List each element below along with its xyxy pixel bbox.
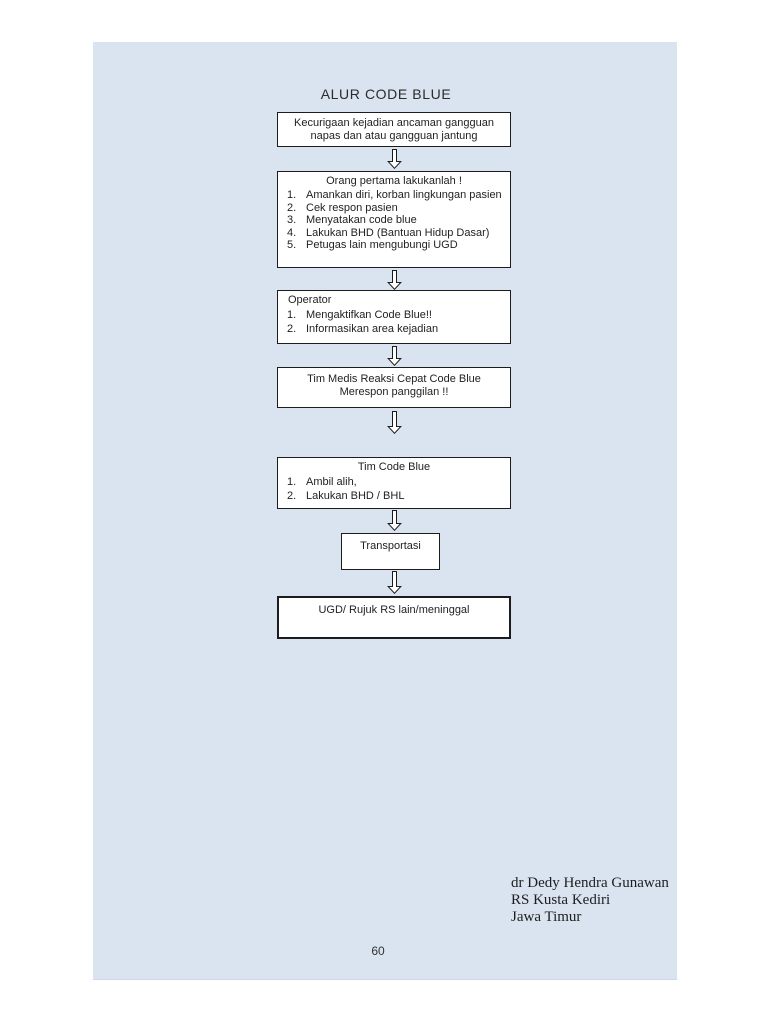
- box3-header: Operator: [288, 294, 332, 306]
- list-item: 1. Ambil alih,: [278, 475, 510, 489]
- list-item: 1. Amankan diri, korban lingkungan pasie…: [278, 189, 510, 202]
- document-page: ALUR CODE BLUE Kecurigaan kejadian ancam…: [93, 42, 677, 980]
- flow-box-operator: Operator 1. Mengaktifkan Code Blue!! 2. …: [277, 290, 511, 344]
- list-item-text: Informasikan area kejadian: [306, 323, 439, 335]
- list-item-number: 3.: [287, 214, 297, 226]
- list-item-number: 2.: [287, 323, 297, 335]
- signature-region: Jawa Timur: [511, 909, 582, 925]
- box2-list: 1. Amankan diri, korban lingkungan pasie…: [278, 189, 510, 252]
- signature-block: dr Dedy Hendra Gunawan RS Kusta Kediri J…: [511, 875, 686, 926]
- list-item-number: 1.: [287, 309, 297, 321]
- list-item-text: Cek respon pasien: [306, 201, 398, 214]
- down-arrow-icon: [387, 510, 402, 531]
- flowchart-title: ALUR CODE BLUE: [320, 86, 452, 102]
- list-item-number: 4.: [287, 226, 297, 239]
- list-item: 1. Mengaktifkan Code Blue!!: [278, 308, 510, 322]
- box1-line1: Kecurigaan kejadian ancaman gangguan: [294, 117, 494, 129]
- list-item-text: Lakukan BHD / BHL: [306, 490, 405, 502]
- box2-header: Orang pertama lakukanlah !: [326, 175, 462, 187]
- down-arrow-icon: [387, 571, 402, 594]
- list-item-number: 2.: [287, 490, 297, 502]
- list-item: 2. Informasikan area kejadian: [278, 322, 510, 336]
- list-item-number: 1.: [287, 189, 297, 201]
- flow-box-medical-team-response: Tim Medis Reaksi Cepat Code Blue Merespo…: [277, 367, 511, 408]
- list-item: 5. Petugas lain mengubungi UGD: [278, 239, 510, 252]
- list-item-text: Ambil alih,: [306, 476, 357, 488]
- box4-line1: Tim Medis Reaksi Cepat Code Blue: [307, 373, 481, 385]
- list-item-text: Menyatakan code blue: [306, 214, 417, 226]
- flow-box-first-responder: Orang pertama lakukanlah ! 1. Amankan di…: [277, 171, 511, 268]
- flow-box-code-blue-team: Tim Code Blue 1. Ambil alih, 2. Lakukan …: [277, 457, 511, 509]
- list-item-number: 5.: [287, 239, 297, 251]
- box5-header: Tim Code Blue: [357, 461, 431, 473]
- down-arrow-icon: [387, 346, 402, 366]
- list-item: 3. Menyatakan code blue: [278, 214, 510, 227]
- list-item-number: 2.: [287, 201, 297, 214]
- list-item-text: Amankan diri, korban lingkungan pasien: [306, 189, 502, 201]
- flow-box-outcome: UGD/ Rujuk RS lain/meninggal: [277, 596, 511, 639]
- down-arrow-icon: [387, 149, 402, 169]
- box5-list: 1. Ambil alih, 2. Lakukan BHD / BHL: [278, 475, 510, 503]
- list-item: 2. Lakukan BHD / BHL: [278, 489, 510, 503]
- list-item-number: 1.: [287, 476, 297, 488]
- list-item: 2. Cek respon pasien: [278, 202, 510, 215]
- box6-label: Transportasi: [360, 540, 421, 552]
- flow-box-suspicion: Kecurigaan kejadian ancaman gangguan nap…: [277, 112, 511, 147]
- list-item-text: Lakukan BHD (Bantuan Hidup Dasar): [306, 226, 490, 239]
- signature-name: dr Dedy Hendra Gunawan: [511, 875, 669, 891]
- box4-line2: Merespon panggilan !!: [339, 386, 449, 398]
- list-item: 4. Lakukan BHD (Bantuan Hidup Dasar): [278, 227, 510, 240]
- page-number: 60: [371, 944, 385, 958]
- box1-line2: napas dan atau gangguan jantung: [310, 130, 478, 142]
- down-arrow-icon: [387, 270, 402, 290]
- box3-list: 1. Mengaktifkan Code Blue!! 2. Informasi…: [278, 308, 510, 336]
- flow-box-transport: Transportasi: [341, 533, 440, 570]
- list-item-text: Mengaktifkan Code Blue!!: [306, 309, 432, 321]
- box7-label: UGD/ Rujuk RS lain/meninggal: [318, 604, 470, 616]
- list-item-text: Petugas lain mengubungi UGD: [306, 239, 458, 251]
- signature-hospital: RS Kusta Kediri: [511, 892, 611, 908]
- down-arrow-icon: [387, 411, 402, 434]
